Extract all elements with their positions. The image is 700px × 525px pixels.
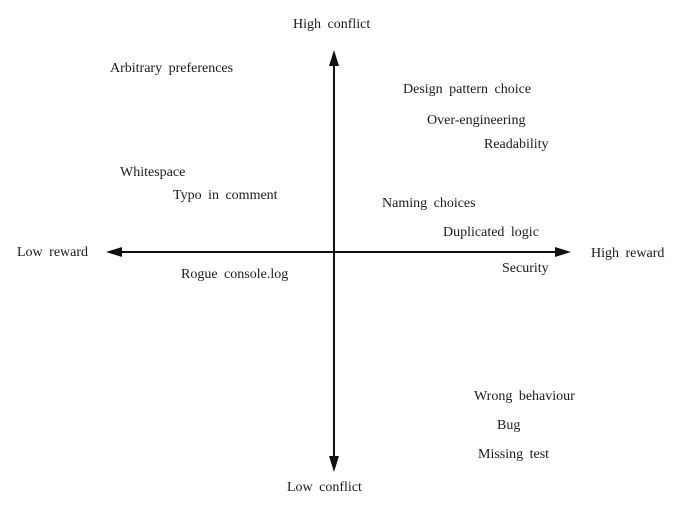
item-rogue-console-log: Rogue console.log — [181, 267, 289, 282]
item-design-pattern-choice: Design pattern choice — [403, 82, 532, 97]
axis-label-low-reward: Low reward — [17, 245, 89, 260]
item-readability: Readability — [484, 137, 549, 152]
item-naming-choices: Naming choices — [382, 196, 476, 211]
item-wrong-behaviour: Wrong behaviour — [474, 389, 575, 404]
item-whitespace: Whitespace — [120, 165, 186, 180]
arrow-left-icon — [106, 247, 122, 257]
item-typo-in-comment: Typo in comment — [173, 188, 278, 203]
arrow-down-icon — [329, 456, 339, 472]
item-missing-test: Missing test — [478, 447, 550, 462]
item-duplicated-logic: Duplicated logic — [443, 225, 539, 240]
arrow-right-icon — [555, 247, 571, 257]
axis-label-high-conflict: High conflict — [293, 17, 371, 32]
axis-label-high-reward: High reward — [591, 246, 665, 261]
item-arbitrary-preferences: Arbitrary preferences — [110, 61, 234, 76]
arrow-up-icon — [329, 50, 339, 66]
axis-label-low-conflict: Low conflict — [287, 480, 362, 495]
item-bug: Bug — [497, 418, 521, 433]
item-security: Security — [502, 261, 549, 276]
item-over-engineering: Over-engineering — [427, 113, 526, 128]
